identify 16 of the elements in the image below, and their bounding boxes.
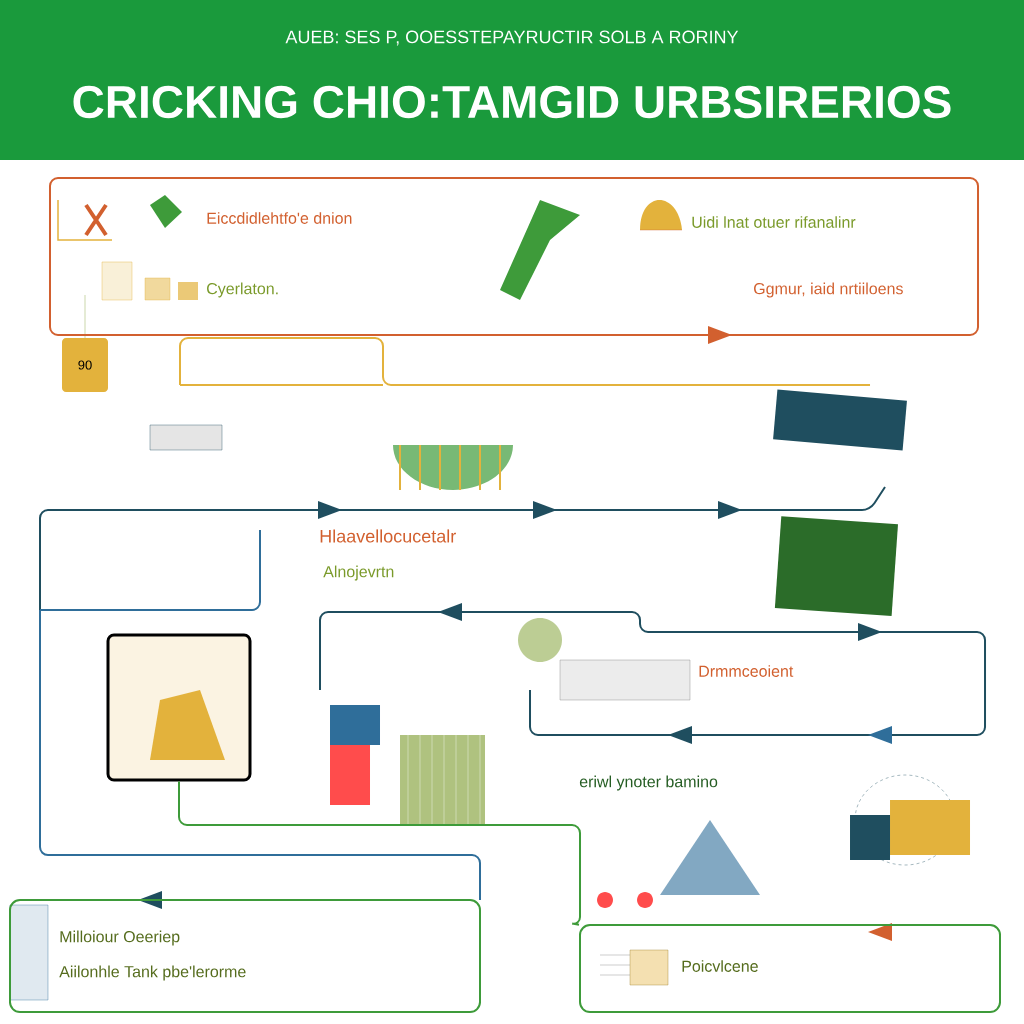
tablet-drawing [106,633,252,782]
badge-number: 90 [78,360,92,370]
title: CRICKING CHIO:TAMGID URBSIRERIOS [73,85,951,119]
step-label: Eiccdidlehtfo'e dnion [207,212,352,224]
step-label: Cyerlaton. [207,282,278,298]
step-label: Poicvlcene [682,960,758,972]
step-label: Hlaavellocucetalr [320,529,456,543]
step-label: Aiilonhle Tank pbe'lerorme [59,965,246,981]
step-label: eriwl ynoter bamino [579,775,718,791]
subtitle: AUEB: SES P, OOESSTEPAYRUCTIR SOLB A RORINY [285,30,739,46]
step-label: Uidi lnat otuer rifanalinr [692,216,856,228]
step-label: Milloiour Oeeriep [60,930,180,946]
step-label: Drmmceoient [699,665,794,677]
step-label: Alnojevrtn [323,565,394,581]
step-label: Ggmur, iaid nrtiiloens [754,282,903,298]
connector-line [178,780,581,926]
